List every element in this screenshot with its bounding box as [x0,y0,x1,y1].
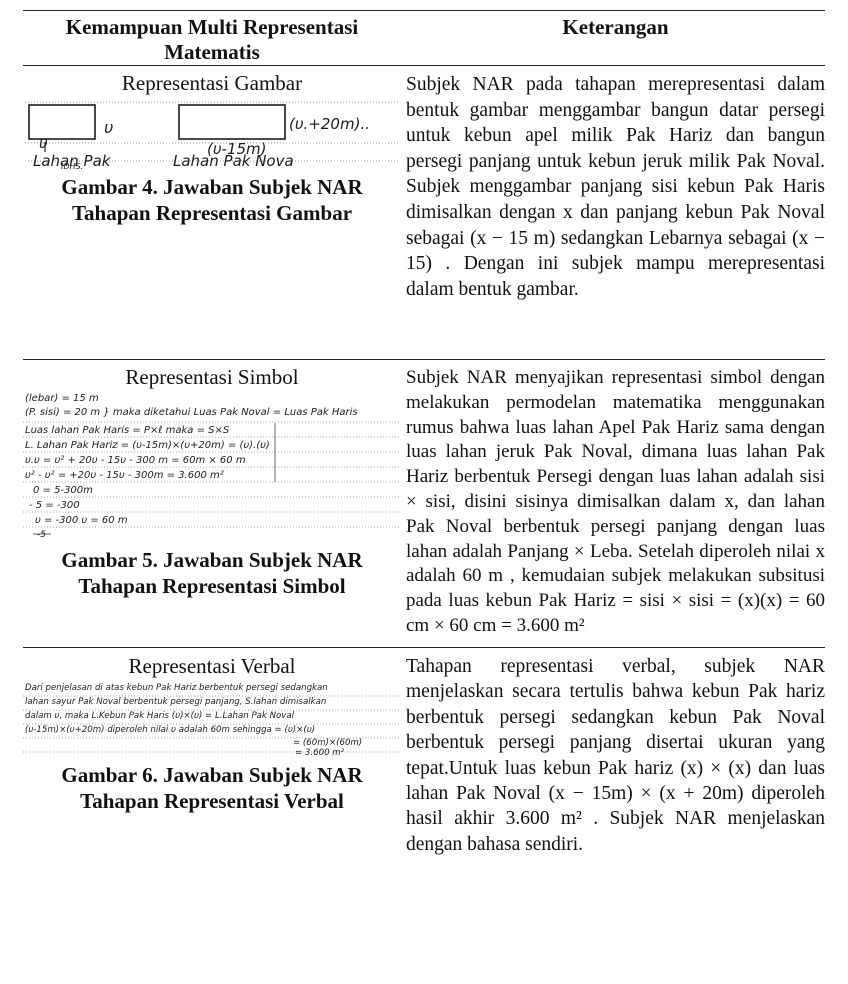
figure5-caption: Gambar 5. Jawaban Subjek NAR Tahapan Rep… [23,547,401,599]
figure5-caption-line2: Tahapan Representasi Simbol [78,574,346,598]
fig4-lahan-pak: Lahan Pak [33,152,111,170]
fig5-line4: L. Lahan Pak Hariz = (υ-15m)×(υ+20m) = (… [25,440,270,451]
figure4-sketch [25,101,399,162]
col2-header: Keterangan [562,15,669,39]
row1-label: Representasi Gambar [121,71,303,95]
fig4-lahan-pak-nova: Lahan Pak Nova [173,152,294,170]
fig4-minus: (υ-15m) [207,140,267,158]
fig4-plus: (υ.+20m).. [289,115,370,133]
fig6-line6: = 3.600 m² [295,748,345,758]
fig5-line3: Luas lahan Pak Haris = P×ℓ maka = S×S [25,425,230,436]
fig5-line6: υ² - υ² = +20υ - 15υ - 300m = 3.600 m² [25,470,224,481]
fig6-line3: dalam υ, maka L.Kebun Pak Haris (υ)×(υ) … [25,711,295,721]
fig5-line8: - 5 = -300 [29,500,80,511]
row3-paragraph: Tahapan representasi verbal, subjek NAR … [406,656,825,855]
figure4-caption-line2: Tahapan Representasi Gambar [71,201,353,225]
figure5-lines [23,421,401,535]
figure6-lines [23,695,401,753]
figure6-caption-line2: Tahapan Representasi Verbal [80,789,344,813]
row2-label: Representasi Simbol [125,365,299,389]
figure6-image: Dari penjelasan di atas kebun Pak Hariz … [23,681,401,759]
row1-paragraph: Subjek NAR pada tahapan merepresentasi d… [406,74,825,300]
fig6-line1: Dari penjelasan di atas kebun Pak Hariz … [25,683,328,693]
figure4-image: υ (υ.+20m).. υ (υ-15m) Lahan Pak Lahan P… [23,98,401,170]
fig6-line5: = (60m)×(60m) [293,738,363,748]
figure5-image: (lebar) = 15 m (P. sisi) = 20 m } maka d… [23,392,401,542]
fig5-line7: 0 = 5-300m [33,485,93,496]
fig6-line4: (υ-15m)×(υ+20m) diperoleh nilai υ adalah… [25,725,316,735]
col1-header: Kemampuan Multi Representasi Matematis [65,15,359,64]
fig4-v-bottom: υ [39,134,48,152]
row1-bottom-rule [23,359,825,360]
table-top-rule [23,10,825,11]
fig4-v-side: υ [104,118,114,137]
fig5-line10: -5 [37,530,46,540]
fig5-line5: υ.υ = υ² + 20υ - 15υ - 300 m = 60m × 60 … [25,455,246,466]
fig5-line9: υ = -300 υ = 60 m [35,515,128,526]
figure6-caption-line1: Gambar 6. Jawaban Subjek NAR [61,763,363,787]
figure4-caption: Gambar 4. Jawaban Subjek NAR Tahapan Rep… [23,174,401,226]
figure6-caption: Gambar 6. Jawaban Subjek NAR Tahapan Rep… [23,762,401,814]
fig5-line1: (lebar) = 15 m [25,393,99,404]
fig5-line2: (P. sisi) = 20 m } maka diketahui Luas P… [25,407,358,418]
fig6-line2: lahan sayur Pak Noval berbentuk persegi … [25,697,327,707]
figure5-caption-line1: Gambar 5. Jawaban Subjek NAR [61,548,363,572]
row2-bottom-rule [23,647,825,648]
header-bottom-rule [23,65,825,66]
figure4-caption-line1: Gambar 4. Jawaban Subjek NAR [61,175,363,199]
row3-label: Representasi Verbal [128,654,296,678]
fig4-ibns: IDHS. [61,162,84,170]
row2-paragraph: Subjek NAR menyajikan representasi simbo… [406,367,825,636]
